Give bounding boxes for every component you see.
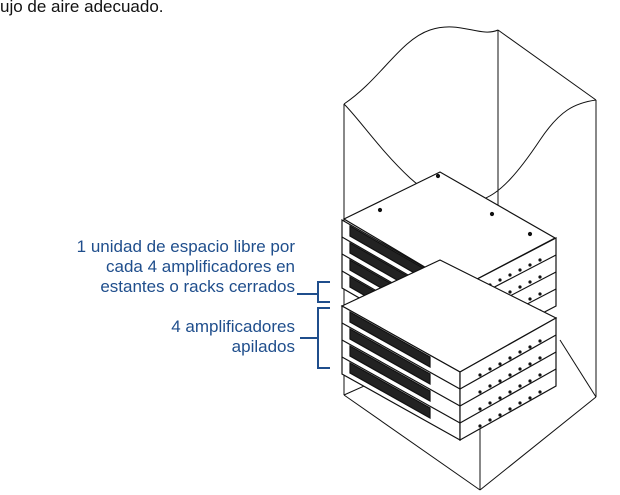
clearance-callout-line-2: cada 4 amplificadores en — [105, 257, 295, 276]
stacked-callout-line-2: apilados — [231, 337, 295, 356]
clearance-callout: 1 unidad de espacio libre por cada 4 amp… — [77, 237, 295, 297]
stacked-bracket — [300, 307, 330, 369]
clearance-callout-line-3: estantes o racks cerrados — [100, 277, 295, 296]
clearance-bracket — [297, 281, 330, 303]
stacked-callout-line-1: 4 amplificadores — [171, 317, 295, 336]
stacked-callout: 4 amplificadores apilados — [171, 317, 295, 357]
clearance-callout-line-1: 1 unidad de espacio libre por — [76, 237, 295, 256]
lower-amp-stack — [341, 304, 557, 442]
intro-text-fragment: ujo de aire adecuado. — [0, 0, 164, 16]
